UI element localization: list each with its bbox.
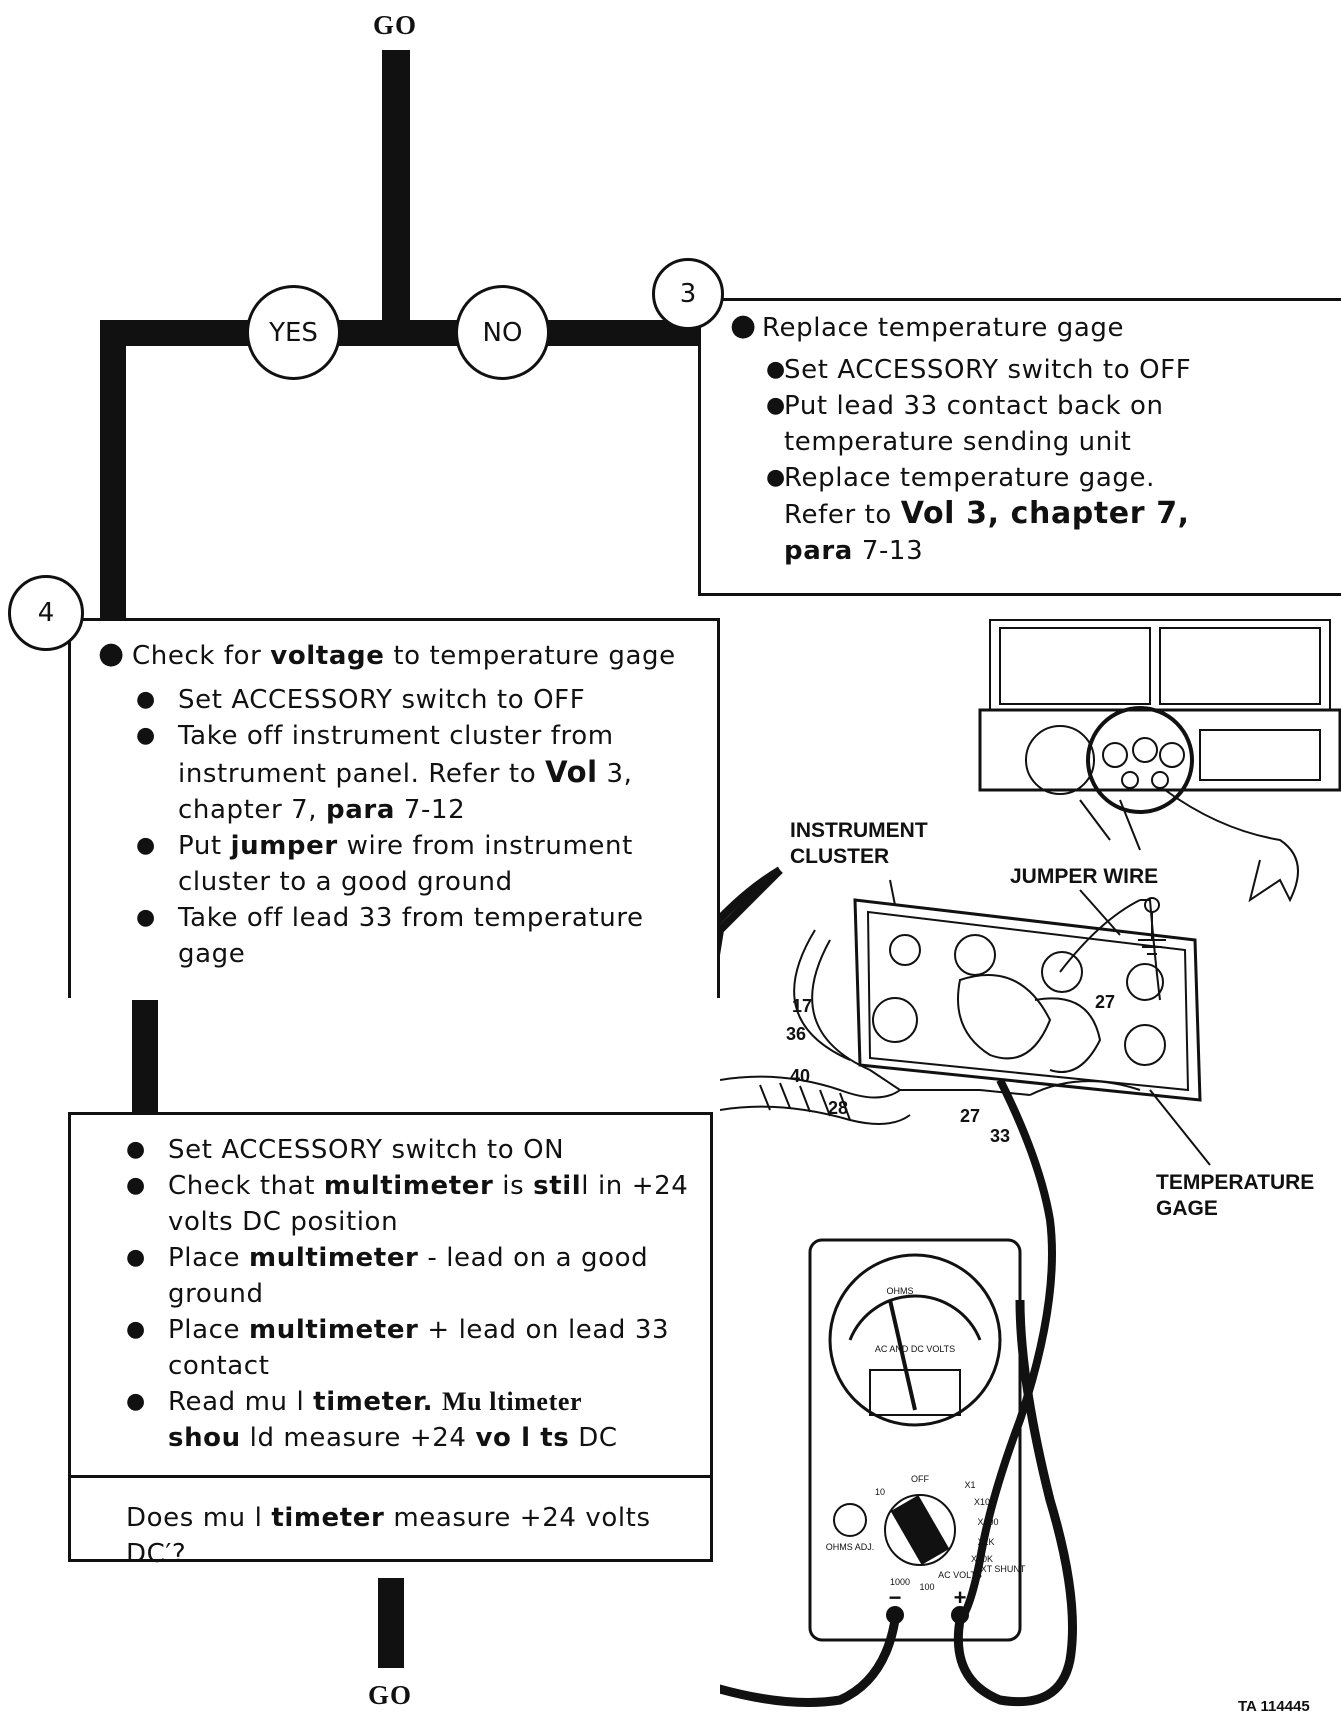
step4-item: Take off instrument cluster from instrum… <box>128 718 698 828</box>
wire-label-27b: 27 <box>960 1106 980 1126</box>
step4-question: Does mu l timeter measure +24 volts DC′? <box>126 1503 651 1569</box>
step4b-list: Set ACCESSORY switch to ON Check that mu… <box>118 1132 690 1456</box>
meter-range-x100: X100 <box>977 1517 998 1527</box>
meter-range-x10k: X10K <box>971 1554 993 1564</box>
meter-volt-1000: 1000 <box>890 1577 910 1587</box>
figure-id: TA 114445 <box>1238 1698 1310 1715</box>
step4b-item: Place multimeter + lead on lead 33 conta… <box>118 1312 690 1384</box>
meter-lead-negative <box>720 867 783 956</box>
step3-number: 3 <box>652 258 724 330</box>
step4-list: Set ACCESSORY switch to OFF Take off ins… <box>128 682 698 972</box>
wire-label-33: 33 <box>990 1126 1010 1146</box>
instrument-cluster-drawing <box>793 898 1202 1102</box>
step3-title-text: Replace temperature gage <box>762 313 1125 343</box>
step4-item: Put jumper wire from instrument cluster … <box>128 828 698 900</box>
meter-ext-shunt: EXT SHUNT <box>975 1564 1026 1574</box>
flow-line-left-down <box>100 320 126 620</box>
step3-number-text: 3 <box>679 279 697 309</box>
flow-line-top <box>382 50 410 330</box>
wire-label-27a: 27 <box>1095 992 1115 1012</box>
step3-content: ● Replace temperature gage Set ACCESSORY… <box>730 308 1330 569</box>
instrument-illustration: 17 36 40 28 27 27 33 OHMS AC AND DC VOLT… <box>720 619 1341 1707</box>
wire-label-17: 17 <box>792 996 812 1016</box>
meter-scale-acdc: AC AND DC VOLTS <box>875 1344 955 1354</box>
go-label-bottom: GO <box>368 1680 413 1710</box>
step4b-divider <box>68 1475 713 1478</box>
flow-line-bottom <box>378 1578 404 1668</box>
step4-content: ● Check for voltage to temperature gage … <box>98 636 698 972</box>
step3-list: Set ACCESSORY switch to OFF Put lead 33 … <box>758 352 1330 569</box>
flow-line-horizontal <box>100 320 700 346</box>
meter-range-x1: X1 <box>964 1480 975 1490</box>
step4b-item: Check that multimeter is still in +24 vo… <box>118 1168 690 1240</box>
step4b-item: Set ACCESSORY switch to ON <box>118 1132 690 1168</box>
wire-label-36: 36 <box>786 1024 806 1044</box>
meter-scale-ohms: OHMS <box>887 1286 914 1296</box>
step3-item: Replace temperature gage. Refer to Vol 3… <box>758 460 1330 569</box>
meter-ac-volts: AC VOLTS <box>938 1570 982 1580</box>
meter-volt-100: 100 <box>919 1582 934 1592</box>
step3-item: Put lead 33 contact back on temperature … <box>758 388 1330 460</box>
no-label: NO <box>482 317 523 348</box>
label-instrument-cluster: INSTRUMENT CLUSTER <box>790 819 928 868</box>
label-jumper-wire: JUMPER WIRE <box>1010 865 1159 888</box>
bullet-icon: ● <box>98 636 125 671</box>
wire-label-40: 40 <box>790 1066 810 1086</box>
go-label-top: GO <box>373 10 418 40</box>
meter-ohms-adj: OHMS ADJ. <box>826 1542 875 1552</box>
step4-title: ● Check for voltage to temperature gage <box>98 636 676 671</box>
step4b-item: Place multimeter - lead on a good ground <box>118 1240 690 1312</box>
step4-item: Set ACCESSORY switch to OFF <box>128 682 698 718</box>
bullet-icon: ● <box>730 308 757 343</box>
no-decision: NO <box>455 285 550 380</box>
wire-label-28: 28 <box>828 1098 848 1118</box>
yes-label: YES <box>269 317 318 348</box>
meter-volt-10: 10 <box>875 1487 885 1497</box>
step4b-item: Read mu l timeter. Mu ltimeter shou ld m… <box>118 1384 690 1456</box>
step3-title: ● Replace temperature gage <box>730 308 1330 346</box>
meter-range-x1k: X1K <box>977 1537 994 1547</box>
yes-decision: YES <box>246 285 341 380</box>
label-temperature-gage: TEMPERATURE GAGE <box>1156 1171 1315 1220</box>
meter-plus: + <box>954 1585 967 1610</box>
ground-symbol <box>1138 897 1166 955</box>
meter-off: OFF <box>911 1474 929 1484</box>
dashboard-drawing <box>978 619 1341 903</box>
step3-item: Set ACCESSORY switch to OFF <box>758 352 1330 388</box>
step4b-content: Set ACCESSORY switch to ON Check that mu… <box>90 1132 690 1456</box>
multimeter-drawing <box>720 1238 1077 1707</box>
step4-number: 4 <box>8 575 84 651</box>
step4-number-text: 4 <box>37 598 55 628</box>
meter-range-x10: X10 <box>974 1497 990 1507</box>
meter-minus: − <box>889 1585 902 1610</box>
step4-item: Take off lead 33 from temperature gage <box>128 900 698 972</box>
